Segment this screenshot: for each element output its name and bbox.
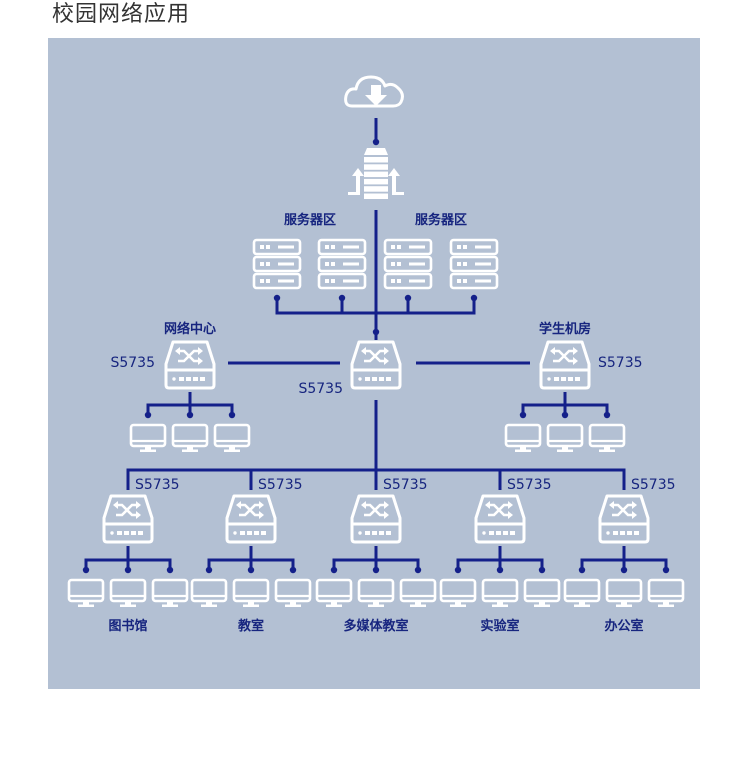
- computer-icon: [315, 578, 353, 608]
- link-dot: [372, 566, 380, 574]
- location-label: 图书馆: [108, 618, 147, 634]
- firewall-icon: [348, 148, 404, 199]
- side-switch-label: 网络中心: [164, 321, 216, 337]
- link-dot: [538, 566, 546, 574]
- download-arrow: [365, 85, 387, 106]
- access-switch-icon: [102, 494, 154, 544]
- link-dot: [338, 294, 346, 302]
- computer-icon: [605, 578, 643, 608]
- link-dot: [166, 566, 174, 574]
- link-dot: [578, 566, 586, 574]
- access-switch-model: S5735: [383, 477, 428, 493]
- server-icon: [317, 238, 367, 290]
- computer-icon: [232, 578, 270, 608]
- link-dot: [144, 411, 152, 419]
- link-dot: [470, 294, 478, 302]
- computer-icon: [546, 423, 584, 453]
- core-switch-icon: [350, 340, 402, 390]
- computer-icon: [439, 578, 477, 608]
- computer-icon: [647, 578, 685, 608]
- firewall-brick: [364, 164, 388, 170]
- link-dot: [289, 566, 297, 574]
- link-dot: [124, 566, 132, 574]
- firewall-brick: [364, 186, 388, 192]
- computer-icon: [129, 423, 167, 453]
- computer-icon: [481, 578, 519, 608]
- access-switch-model: S5735: [507, 477, 552, 493]
- up-arrow-left: [348, 168, 364, 195]
- firewall-brick: [364, 193, 388, 199]
- cloud-download-icon: [344, 75, 404, 108]
- link-dot: [404, 294, 412, 302]
- computer-icon: [171, 423, 209, 453]
- link-dot: [454, 566, 462, 574]
- side-switch-model: S5735: [110, 355, 155, 371]
- access-switch-icon: [350, 494, 402, 544]
- server-zone-label: 服务器区: [415, 212, 467, 228]
- link-dot: [372, 138, 380, 146]
- link-dot: [372, 328, 380, 336]
- link-dot: [186, 411, 194, 419]
- access-switch-model: S5735: [135, 477, 180, 493]
- firewall-top: [364, 148, 388, 155]
- computer-icon: [588, 423, 626, 453]
- computer-icon: [190, 578, 228, 608]
- link-dot: [561, 411, 569, 419]
- link-dot: [273, 294, 281, 302]
- computer-icon: [67, 578, 105, 608]
- access-switch-model: S5735: [258, 477, 303, 493]
- computer-icon: [274, 578, 312, 608]
- firewall-brick: [364, 157, 388, 163]
- link-dot: [620, 566, 628, 574]
- link-dot: [205, 566, 213, 574]
- side-switch-icon: [539, 340, 591, 390]
- access-switch-icon: [474, 494, 526, 544]
- page-title: 校园网络应用: [52, 2, 191, 27]
- link-dot: [247, 566, 255, 574]
- firewall-brick: [364, 178, 388, 185]
- location-label: 办公室: [604, 618, 643, 634]
- computer-icon: [563, 578, 601, 608]
- server-icon: [252, 238, 302, 290]
- link-dot: [414, 566, 422, 574]
- cloud-outline: [344, 75, 404, 108]
- link-dot: [496, 566, 504, 574]
- location-label: 多媒体教室: [343, 618, 408, 634]
- side-switch-icon: [164, 340, 216, 390]
- server-zone-label: 服务器区: [284, 212, 336, 228]
- computer-icon: [213, 423, 251, 453]
- computer-icon: [151, 578, 189, 608]
- link-dot: [330, 566, 338, 574]
- side-switch-model: S5735: [598, 355, 643, 371]
- side-switch-label: 学生机房: [539, 321, 591, 337]
- link-dot: [519, 411, 527, 419]
- computer-icon: [109, 578, 147, 608]
- access-switch-model: S5735: [631, 477, 676, 493]
- link-dot: [662, 566, 670, 574]
- link-dot: [82, 566, 90, 574]
- link-dot: [228, 411, 236, 419]
- server-icon: [449, 238, 499, 290]
- access-switch-icon: [598, 494, 650, 544]
- location-label: 教室: [237, 618, 264, 634]
- firewall-brick: [364, 171, 388, 178]
- computer-icon: [357, 578, 395, 608]
- computer-icon: [504, 423, 542, 453]
- computer-icon: [523, 578, 561, 608]
- up-arrow-right: [388, 168, 404, 195]
- core-switch-model: S5735: [298, 381, 343, 397]
- server-icon: [383, 238, 433, 290]
- computer-icon: [399, 578, 437, 608]
- access-switch-icon: [225, 494, 277, 544]
- location-label: 实验室: [480, 618, 519, 634]
- link-dot: [603, 411, 611, 419]
